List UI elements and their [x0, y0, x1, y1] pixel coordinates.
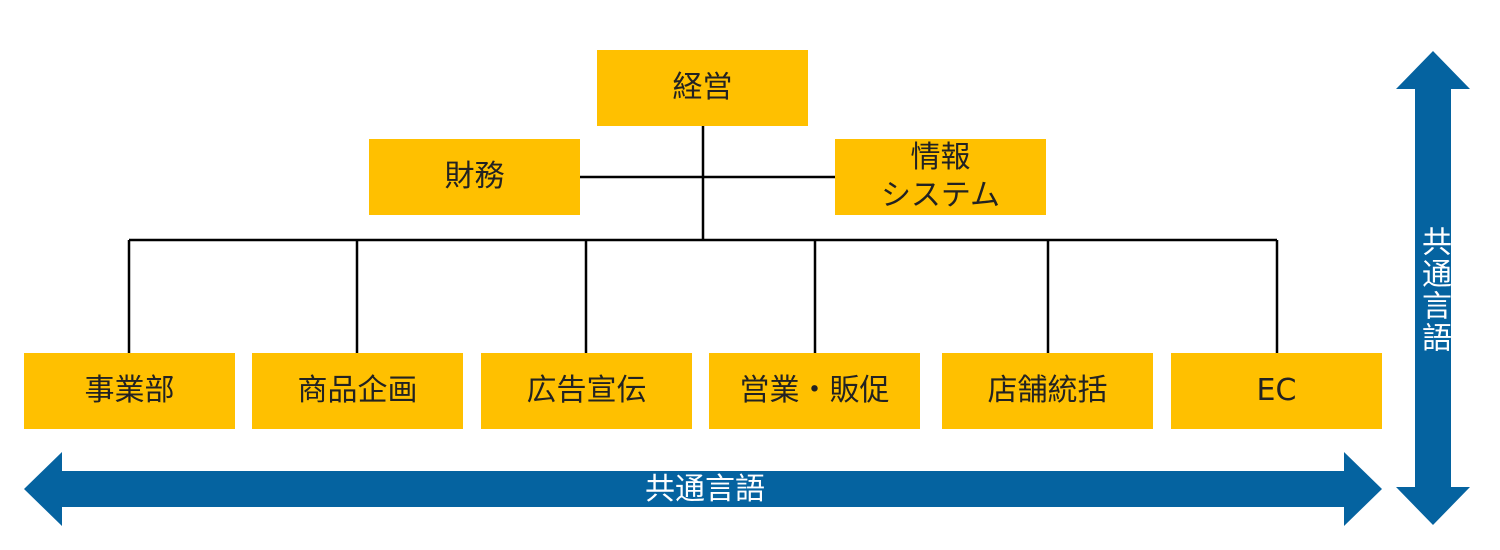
node-finance: 財務: [369, 139, 580, 215]
node-information-systems: 情報 システム: [835, 139, 1046, 215]
double-headed-arrow-vertical-icon: [1396, 51, 1470, 525]
vertical-arrow-label: 共通言語: [1416, 226, 1451, 354]
node-department-product-planning: 商品企画: [252, 353, 463, 429]
node-department-store-management: 店舗統括: [942, 353, 1153, 429]
horizontal-arrow-label: 共通言語: [645, 472, 765, 507]
node-department-advertising: 広告宣伝: [481, 353, 692, 429]
double-headed-arrow-horizontal-icon: [24, 452, 1382, 526]
node-department-sales: 営業・販促: [709, 353, 920, 429]
node-department-ec: EC: [1171, 353, 1382, 429]
node-management: 経営: [597, 50, 808, 126]
node-department-business: 事業部: [24, 353, 235, 429]
